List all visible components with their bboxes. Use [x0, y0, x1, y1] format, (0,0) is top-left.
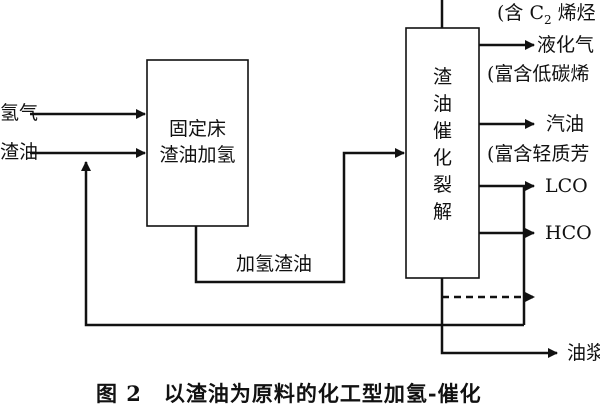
fixed-bed-line1: 固定床 [168, 118, 226, 140]
hydrogen-label: 氢气 [0, 102, 39, 124]
recycle-return-line [81, 161, 524, 327]
lpg-label: 液化气 [537, 34, 595, 56]
top-note-label: (含 C2 烯烃 [497, 2, 596, 31]
catcrack-char: 催 [432, 120, 452, 142]
fixed-bed-hydrotreating-box [146, 59, 249, 227]
hydro-residue-line [194, 148, 405, 284]
catcrack-char: 渣 [432, 66, 452, 88]
catcrack-char: 油 [432, 93, 452, 115]
catcrack-char: 解 [432, 201, 452, 223]
fixed-bed-line2: 渣油加氢 [159, 144, 236, 166]
fixed-bed-box-text: 固定床 渣油加氢 [147, 116, 248, 168]
lpg-note-label: (富含低碳烯 [487, 63, 590, 85]
top-note-tail: 烯烃 [551, 2, 596, 24]
top-note-text: (含 C [497, 2, 544, 24]
gasoline-label: 汽油 [546, 113, 585, 135]
residue-oil-label: 渣油 [0, 141, 39, 163]
catcrack-char: 化 [432, 147, 452, 169]
top-note-subscript: 2 [544, 12, 552, 27]
hco-label: HCO [545, 222, 592, 244]
lco-label: LCO [545, 175, 588, 197]
catcrack-char: 裂 [432, 174, 452, 196]
catcrack-box-text: 渣 油 催 化 裂 解 [406, 64, 479, 226]
hydro-residue-label: 加氢渣油 [236, 253, 313, 275]
slurry-line [440, 278, 558, 358]
gasoline-note-label: (富含轻质芳 [487, 143, 590, 165]
slurry-label: 油浆 [567, 342, 600, 364]
figure-caption: 图 2 以渣油为原料的化工型加氢-催化 [96, 381, 482, 406]
